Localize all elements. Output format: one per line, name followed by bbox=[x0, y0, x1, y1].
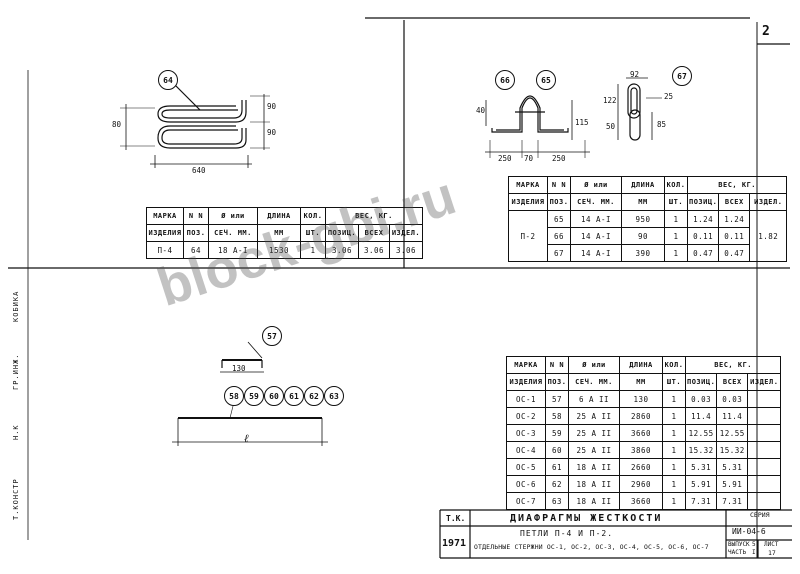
cell-w-item: 1.82 bbox=[749, 210, 788, 262]
table-p2: МАРКА N N Ø или ДЛИНА КОЛ. ВЕС, КГ. ИЗДЕ… bbox=[508, 176, 788, 262]
title-code: Т.К. bbox=[446, 514, 466, 523]
part-value: I bbox=[752, 549, 756, 556]
cell-w-item: 3.06 bbox=[389, 241, 423, 259]
dim-40: 40 bbox=[476, 106, 486, 115]
cell-w-pos: 7.31 bbox=[684, 492, 718, 510]
table-row: П-2 65 14 А-I 950 1 1.24 1.24 1.82 bbox=[508, 210, 788, 262]
table-row: 67 14 А-I 390 1 0.47 0.47 bbox=[509, 244, 787, 262]
cell-w-all: 7.31 bbox=[716, 492, 749, 510]
callout-61: 61 bbox=[284, 386, 304, 406]
callout-64: 64 bbox=[158, 70, 178, 90]
dim-122: 122 bbox=[603, 96, 617, 105]
cell-w-all: 0.47 bbox=[718, 244, 751, 262]
dim-50: 50 bbox=[606, 122, 616, 131]
dim-90-top: 90 bbox=[267, 102, 277, 111]
callout-66: 66 bbox=[495, 70, 515, 90]
cell-len: 390 bbox=[621, 244, 665, 262]
cell-w-item bbox=[747, 492, 782, 510]
callout-65: 65 bbox=[536, 70, 556, 90]
sheet-label: ЛИСТ bbox=[764, 541, 779, 548]
cell-w-pos: 0.47 bbox=[686, 244, 720, 262]
dim-90-bottom: 90 bbox=[267, 128, 277, 137]
table-row: 66 14 А-I 90 1 0.11 0.11 bbox=[509, 227, 787, 245]
callout-60: 60 bbox=[264, 386, 284, 406]
title-main: ДИАФРАГМЫ ЖЕСТКОСТИ bbox=[510, 513, 663, 524]
callout-62: 62 bbox=[304, 386, 324, 406]
series-value: ИИ-04-6 bbox=[732, 527, 766, 536]
rods-drawing bbox=[172, 341, 328, 446]
table-row: П-4 64 18 А-I 1530 1 3.06 3.06 3.06 bbox=[146, 241, 423, 259]
cell-qty: 1 bbox=[300, 241, 326, 259]
title-sub-2: ОТДЕЛЬНЫЕ СТЕРЖНИ ОС-1, ОС-2, ОС-3, ОС-4… bbox=[474, 543, 709, 551]
dim-640: 640 bbox=[192, 166, 206, 175]
callout-67: 67 bbox=[672, 66, 692, 86]
dim-25: 25 bbox=[664, 92, 674, 101]
dim-80: 80 bbox=[112, 120, 122, 129]
part-label: ЧАСТЬ bbox=[728, 549, 747, 556]
callout-63: 63 bbox=[324, 386, 344, 406]
dim-length: ℓ bbox=[244, 432, 249, 445]
issue-value: 5 bbox=[752, 541, 756, 548]
series-label: СЕРИЯ bbox=[750, 511, 770, 519]
cell-mark: П-2 bbox=[508, 210, 548, 262]
dim-250-right: 250 bbox=[552, 154, 566, 163]
title-year: 1971 bbox=[442, 538, 467, 549]
sheet-number: 2 bbox=[762, 24, 770, 39]
cell-dia: 18 А II bbox=[568, 492, 620, 510]
callout-57: 57 bbox=[262, 326, 282, 346]
dim-92: 92 bbox=[630, 70, 640, 79]
loop-p2-drawing bbox=[485, 77, 662, 158]
issue-label: ВЫПУСК bbox=[728, 541, 750, 548]
dim-250-left: 250 bbox=[498, 154, 512, 163]
table-p4: МАРКА N N Ø или ДЛИНА КОЛ. ВЕС, КГ. ИЗДЕ… bbox=[146, 207, 423, 259]
title-sub-1: ПЕТЛИ П-4 И П-2. bbox=[520, 529, 614, 538]
loop-p4-drawing bbox=[120, 84, 270, 168]
callout-59: 59 bbox=[244, 386, 264, 406]
sheet-value: 17 bbox=[768, 549, 776, 557]
dim-70: 70 bbox=[524, 154, 534, 163]
table-rods: МАРКА N N Ø или ДЛИНА КОЛ. ВЕС, КГ. ИЗДЕ… bbox=[506, 356, 782, 510]
dim-130: 130 bbox=[232, 364, 246, 373]
cell-w-pos: 15.32 bbox=[684, 441, 718, 459]
dim-115: 115 bbox=[575, 118, 589, 127]
dim-85: 85 bbox=[657, 120, 667, 129]
callout-58: 58 bbox=[224, 386, 244, 406]
